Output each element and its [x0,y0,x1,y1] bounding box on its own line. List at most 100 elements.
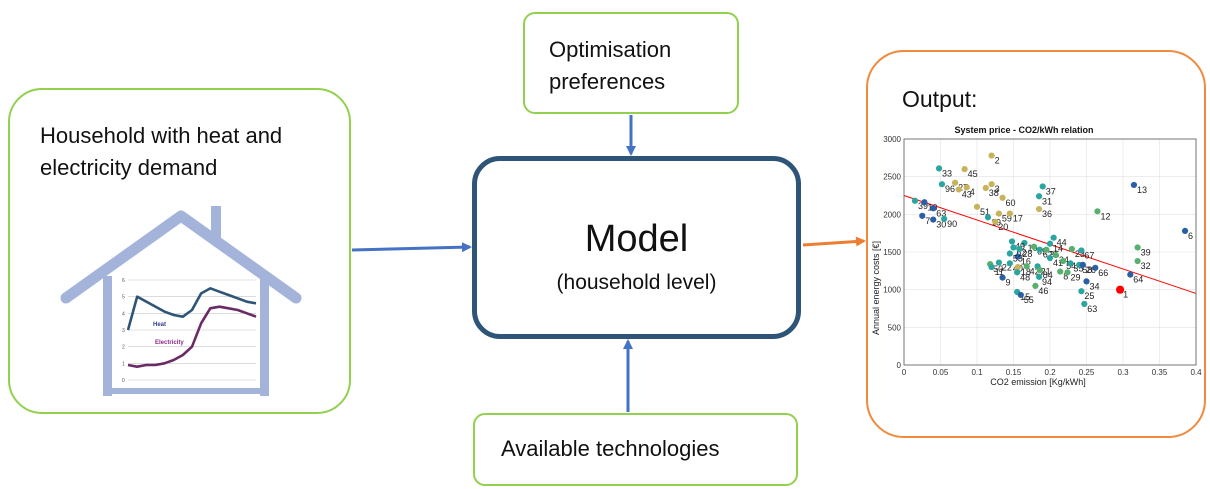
point-label: 41 [1053,258,1063,268]
point-label: 58 [1082,265,1092,275]
scatter-point [1064,269,1071,276]
point-label: 64 [1133,275,1143,285]
scatter-point [1008,238,1016,245]
point-label: 8 [1063,272,1068,282]
scatter-point [1006,250,1013,257]
point-label: 31 [1042,196,1052,206]
point-label: 50 [993,264,1003,274]
point-label: 37 [1046,186,1056,196]
point-label: 38 [989,188,999,198]
scatter-point [1134,244,1141,251]
scatter-point [995,210,1002,217]
scatter-point [1043,246,1050,253]
scatter-point [921,199,928,206]
point-label: 15 [1020,292,1030,302]
point-label: 25 [1084,291,1094,301]
x-tick-label: 0.25 [1079,368,1095,377]
scatter-point [999,274,1006,281]
scatter-point [988,263,995,271]
scatter-point [1036,266,1043,274]
house-y-tick: 5 [122,295,125,301]
scatter-point [1016,245,1023,253]
x-tick-label: 0.1 [971,368,983,377]
chart-title: System price - CO2/kWh relation [954,125,1093,135]
point-label: 17 [1013,214,1023,224]
scatter-point [1083,278,1090,285]
point-label: 30 [936,220,946,230]
electricity-label: Electricity [155,340,184,346]
scatter-point [1052,251,1059,259]
point-label: 62 [1017,247,1027,257]
x-tick-label: 0.2 [1044,368,1056,377]
point-label: 28 [1022,249,1032,259]
point-label: 26 [1086,265,1096,275]
point-label: 66 [1098,268,1108,278]
scatter-point [984,214,992,221]
point-label: 43 [962,189,972,199]
scatter-point [1010,244,1017,251]
x-tick-label: 0.3 [1117,368,1129,377]
point-label: 42 [1030,266,1040,276]
y-axis-label: Annual energy costs [€] [871,241,881,335]
point-label: 63 [1087,304,1097,314]
house-y-tick: 2 [122,345,125,351]
model-box: Model (household level) [472,156,801,339]
scatter-point [1078,288,1085,295]
point-label: 59 [1002,214,1012,224]
scatter-point [1134,257,1141,265]
x-axis-label: CO2 emission [Kg/kWh] [990,377,1086,387]
point-label: 6 [1188,231,1193,241]
scatter-point [919,212,926,219]
scatter-point [1039,183,1046,190]
scatter-point [1094,208,1101,215]
chart-frame [903,138,1197,366]
x-tick-label: 0.15 [1006,368,1022,377]
point-label: 94 [1042,277,1052,287]
output-box: Output: System price - CO2/kWh relation … [866,50,1206,438]
household-box: Household with heat and electricity dema… [8,88,351,414]
scatter-point [1067,260,1074,267]
scatter-point [1014,263,1021,271]
x-tick-label: 0.05 [933,368,949,377]
scatter-point [1078,247,1085,254]
scatter-point [1079,261,1086,268]
y-tick-label: 1000 [883,286,901,295]
scatter-point [1006,210,1013,217]
scatter-point [1046,254,1054,262]
scatter-point [1023,263,1030,270]
point-label: 16 [1021,257,1031,267]
model-title: Model [584,218,689,260]
point-label: 13 [1137,185,1147,195]
point-label: 84 [1043,270,1053,280]
scatter-point [1035,273,1043,280]
point-label: 18 [1021,267,1031,277]
scatter-point [1030,243,1038,250]
point-label: 90 [947,219,957,229]
model-subtitle: (household level) [556,271,717,294]
scatter-point [952,179,959,186]
output-label: Output: [902,86,978,112]
scatter-point [1081,300,1088,308]
scatter-point [1127,271,1134,278]
scatter-point [999,194,1006,201]
scatter-point [1068,245,1075,253]
house-series-line [127,305,257,368]
point-label: 44 [1057,238,1067,248]
point-label: 67 [1084,250,1094,260]
scatter-point [988,152,995,159]
scatter-point [982,184,989,192]
point-label: 12 [1100,211,1110,221]
scatter-point [1036,246,1043,253]
scatter-point [963,184,970,191]
point-label: 35 [1073,263,1083,273]
point-label: 36 [1042,209,1052,219]
point-label: 48 [1020,272,1030,282]
point-label: 96 [945,184,955,194]
scatter-point [930,216,937,223]
scatter-point [1092,264,1099,271]
point-label: 63 [936,208,946,218]
scatter-point [995,259,1002,266]
point-label: 23 [1075,249,1085,259]
scatter-point [955,186,962,193]
scatter-point [1021,239,1028,247]
